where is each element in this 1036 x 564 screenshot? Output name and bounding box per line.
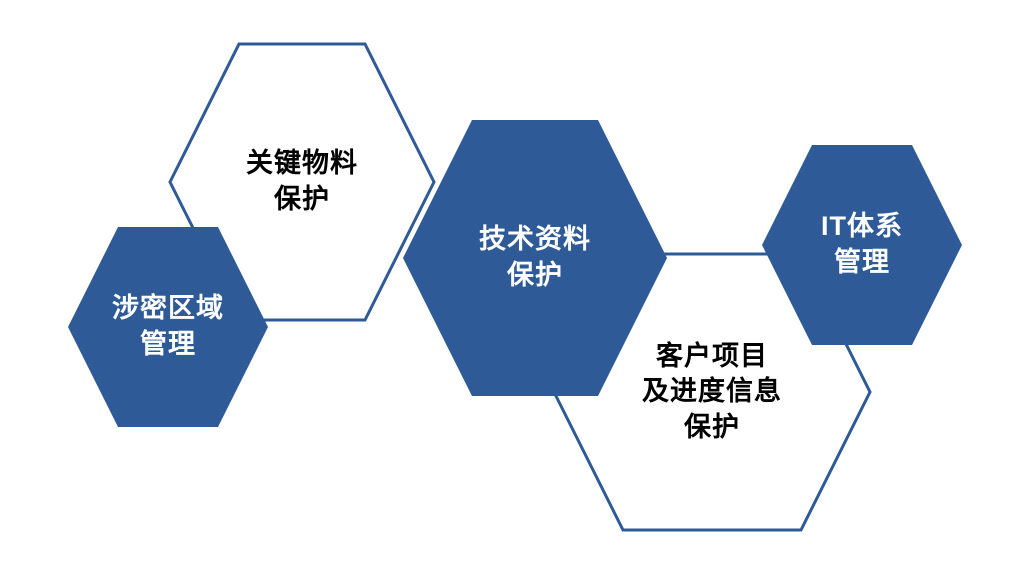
hexagon-technical-data-protection: 技术资料 保护 <box>403 120 667 396</box>
hexagon-shape-icon <box>403 120 667 396</box>
hexagon-it-system-management: IT体系 管理 <box>762 145 962 345</box>
hexagon-shape-icon <box>68 227 268 427</box>
hexagon-shape-icon <box>762 145 962 345</box>
hexagon-classified-area-management: 涉密区域 管理 <box>68 227 268 427</box>
